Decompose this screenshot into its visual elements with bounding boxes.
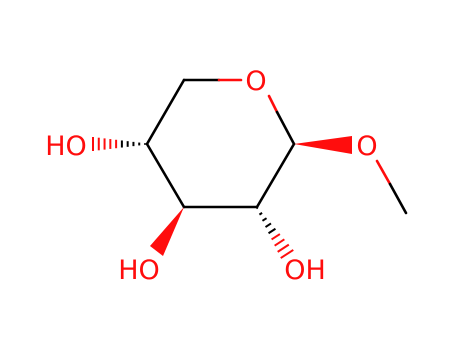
bond-oring-c1-black [275,110,296,146]
bond-oring-c1-red [267,94,279,114]
atom-methoxy-oxygen: O [356,131,377,162]
atom-ring-oxygen: O [245,66,266,97]
hash-stripe [277,243,290,253]
atom-labels: O O HO HO OH [45,66,377,286]
bond-ch2-c4 [145,78,186,146]
hash-stripe [267,227,277,235]
hash-stripe [255,206,259,210]
bond-c4-c3 [145,142,186,209]
methoxy-group [294,136,408,215]
hash-stripe [258,212,263,216]
atom-hydroxyl-bottom-right: OH [284,255,326,286]
bond-c2-c1 [255,142,296,209]
atom-hydroxyl-left: HO [45,131,87,162]
wedge-bond-c1-methoxy [294,136,352,154]
hash-stripe [274,238,285,247]
wedge-bond-c3-hydroxyl [150,207,184,256]
atom-hydroxyl-bottom-left: HO [118,255,160,286]
hash-stripe [280,249,294,259]
bond-methoxy-o-red [375,159,392,186]
hash-stripe [271,233,281,241]
hash-stripe [264,222,272,228]
ring-bonds [145,78,296,209]
bond-methoxy-methyl [388,182,408,215]
hash-stripe [261,217,268,222]
hash-bond-c4-hydroxyl [92,137,146,151]
hydroxyl-bonds [92,137,294,259]
hash-bond-c2-hydroxyl [255,206,294,259]
